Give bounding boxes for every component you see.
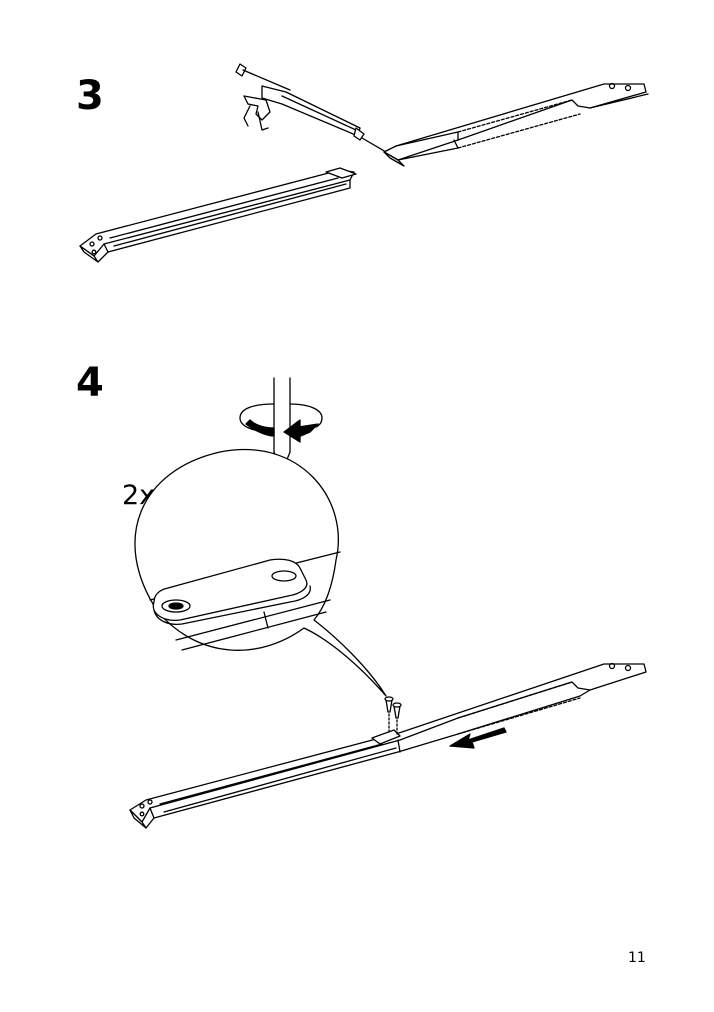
detail-callout [134,449,387,697]
push-arrow-icon [449,727,507,749]
step-4-number: 4 [76,360,104,406]
step-3-number: 3 [76,73,104,119]
rail-right-step3 [383,82,649,167]
glue-gun-icon [235,63,387,153]
rail-left-step3 [79,167,357,263]
rail-step4 [129,662,647,829]
page-number: 11 [628,950,646,966]
rotation-arrow-icon [239,403,323,443]
